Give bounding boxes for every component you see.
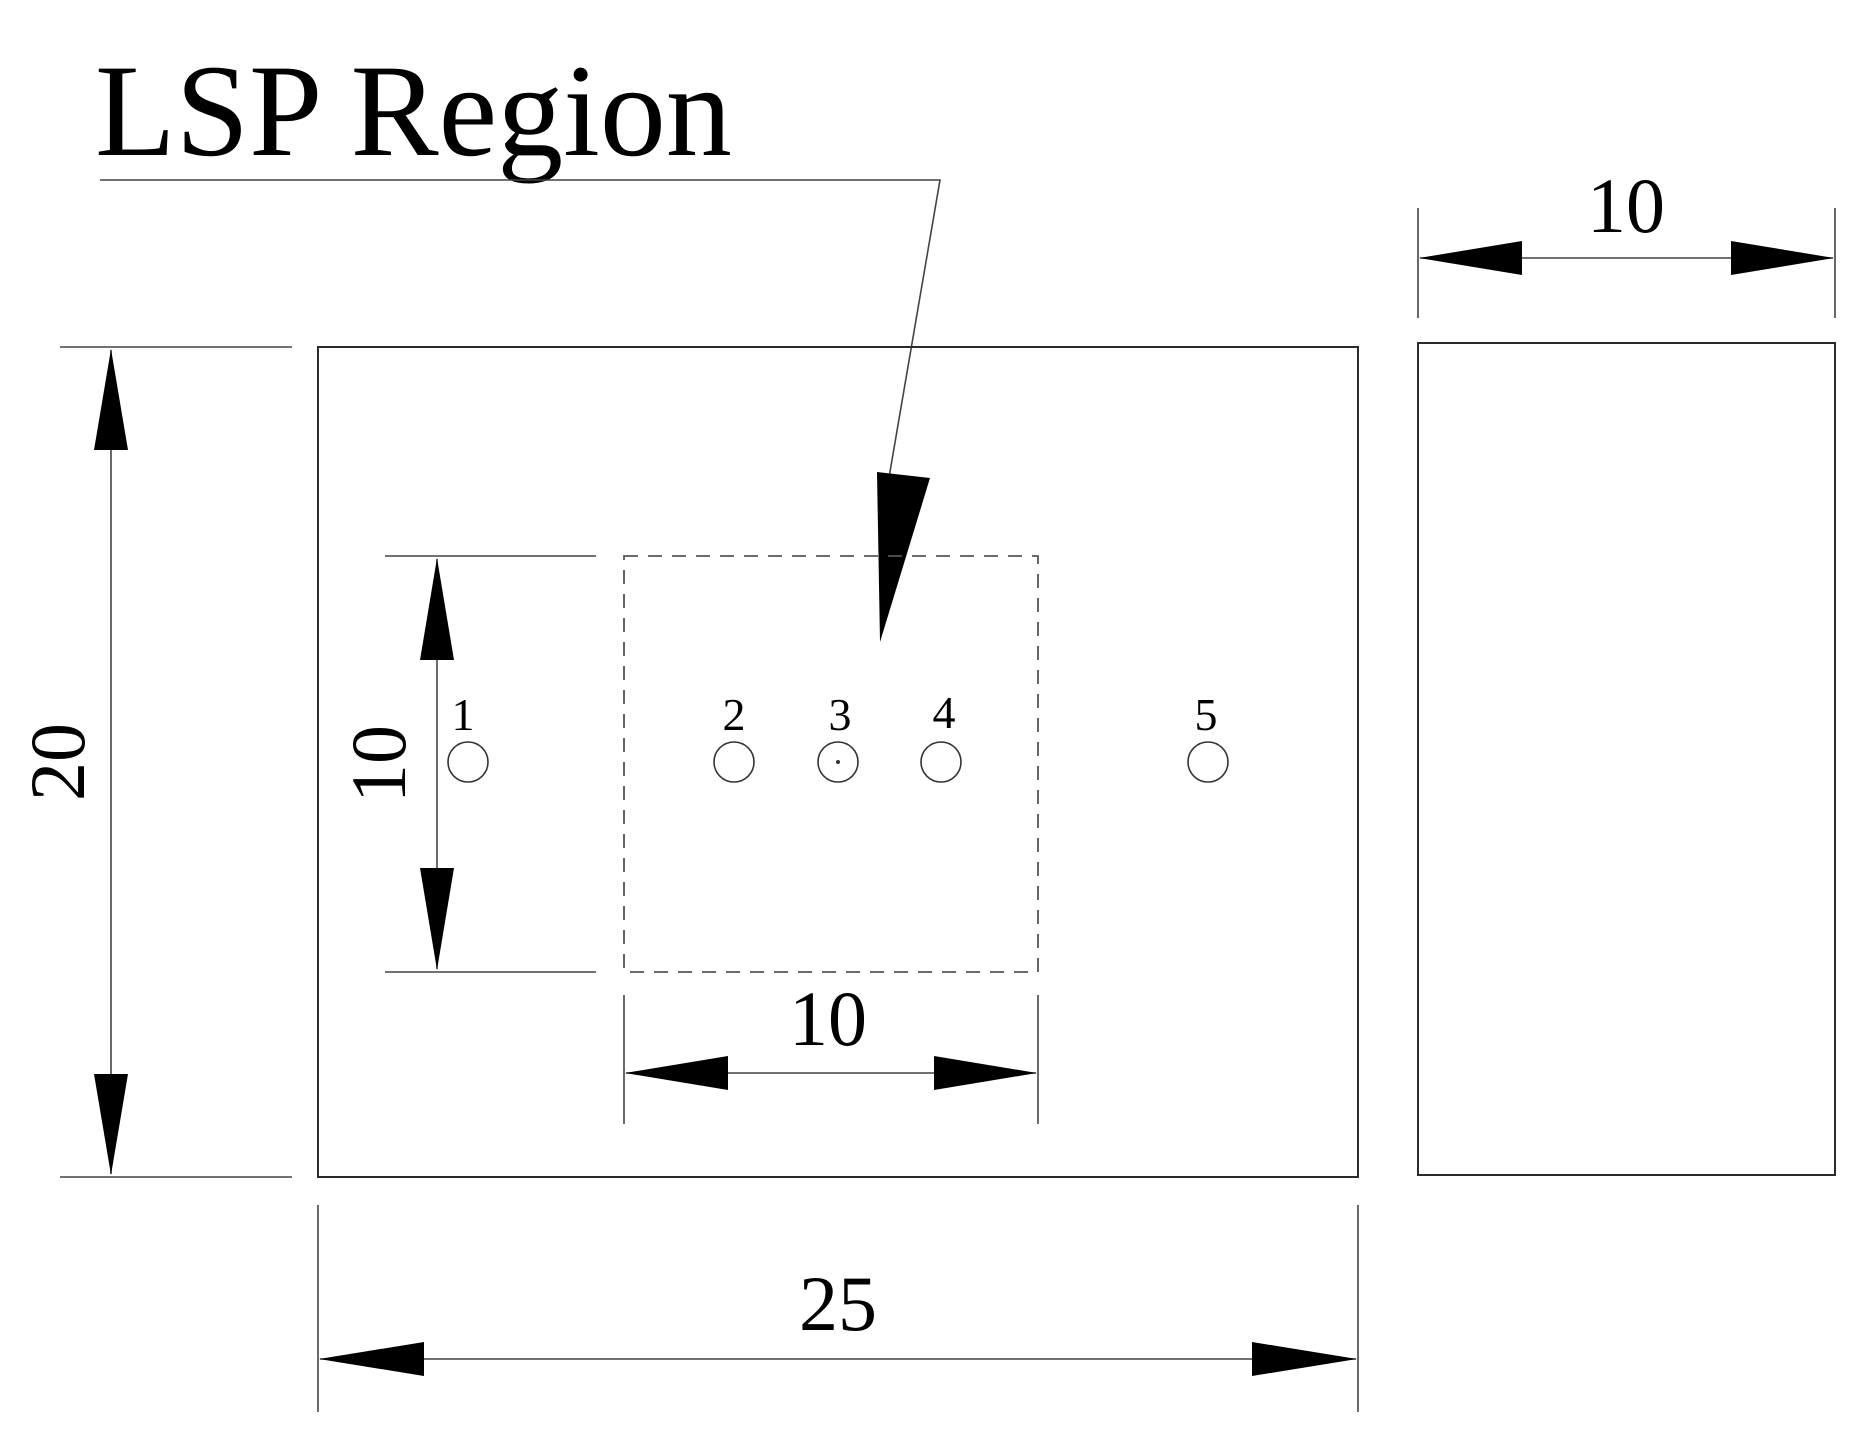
- region-width-dimension-label: 10: [789, 975, 867, 1062]
- region-height-dimension: 10: [335, 555, 596, 973]
- measurement-point-5: 5: [1187, 689, 1229, 783]
- width-dimension-label: 25: [799, 1260, 877, 1347]
- lsp-region-leader-arrowhead: [877, 472, 930, 642]
- height-dimension-label: 20: [14, 723, 101, 801]
- measurement-point-label: 5: [1195, 689, 1218, 740]
- specimen-front-view: [317, 346, 1359, 1178]
- lsp-region-boundary: [623, 555, 1039, 973]
- specimen-side-view: [1417, 342, 1836, 1176]
- region-height-dimension-label: 10: [335, 725, 422, 803]
- thickness-dimension-label: 10: [1587, 162, 1665, 249]
- measurement-point-label: 2: [723, 689, 746, 740]
- lsp-region-label: LSP Region: [95, 37, 732, 184]
- measurement-point-label: 1: [452, 689, 475, 740]
- measurement-point-3: 3: [817, 689, 859, 783]
- lsp-region-leader-line: [100, 179, 941, 496]
- measurement-point-1: 1: [447, 689, 489, 783]
- measurement-point-2: 2: [713, 689, 755, 783]
- region-width-dimension: 10: [623, 975, 1039, 1124]
- measurement-point-label: 3: [829, 689, 852, 740]
- measurement-point-label: 4: [933, 687, 956, 738]
- thickness-dimension: 10: [1417, 162, 1836, 318]
- width-dimension: 25: [317, 1205, 1359, 1412]
- height-dimension: 20: [14, 346, 292, 1178]
- measurement-point-4: 4: [920, 687, 962, 783]
